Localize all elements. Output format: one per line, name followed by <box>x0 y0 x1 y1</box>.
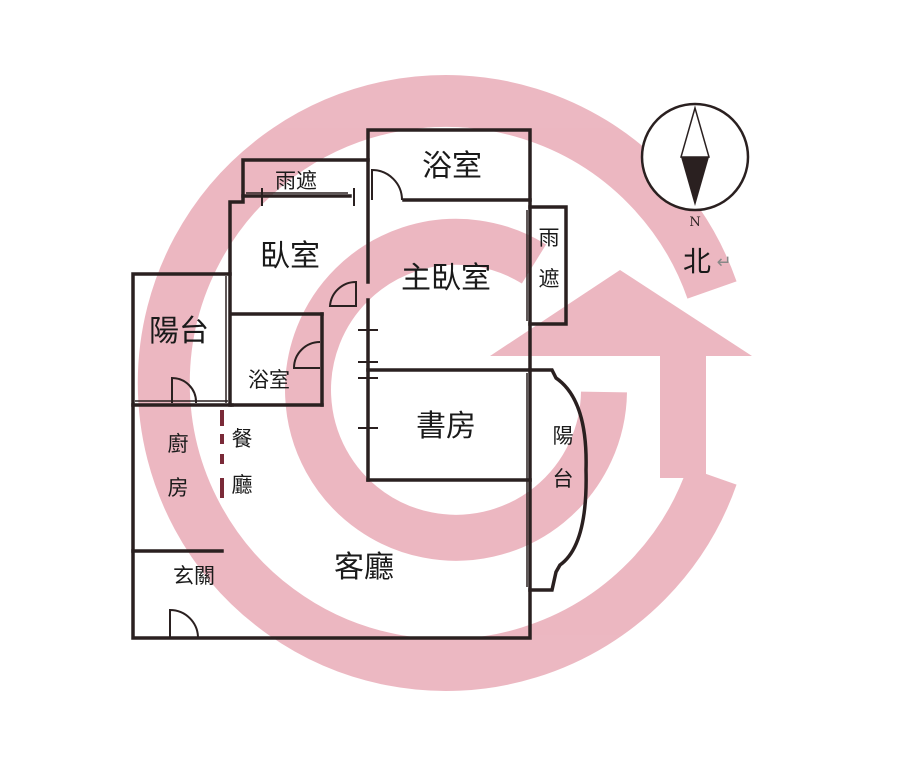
label-rain-shelter-right-1: 雨 <box>539 226 560 250</box>
compass-return-mark: ↵ <box>716 252 731 273</box>
door-balcony-left <box>171 376 198 404</box>
doors <box>169 168 403 639</box>
label-entrance: 玄關 <box>173 564 215 588</box>
label-bedroom: 臥室 <box>260 239 320 274</box>
watermark-arrow <box>490 270 752 478</box>
label-kitchen-2: 房 <box>168 476 189 500</box>
label-bathroom-top: 浴室 <box>422 149 482 184</box>
room-labels: 雨遮 浴室 臥室 主臥室 雨 遮 陽台 浴室 書房 廚 房 餐 廳 陽 台 玄關… <box>149 149 574 588</box>
outer-wall <box>131 128 532 640</box>
compass-needle-south <box>681 157 709 206</box>
label-balcony-right-1: 陽 <box>553 424 574 448</box>
door-small-bath <box>292 341 321 369</box>
label-kitchen-1: 廚 <box>168 432 189 456</box>
compass-north-label: 北 <box>683 245 711 278</box>
wall-rain-right <box>528 205 568 326</box>
door-entrance <box>169 608 199 639</box>
compass-letter: N <box>689 215 700 230</box>
label-study: 書房 <box>416 409 476 444</box>
watermark-logo <box>137 75 752 691</box>
label-dining-2: 廳 <box>232 473 253 497</box>
tick-marks <box>261 188 378 429</box>
label-bathroom-small: 浴室 <box>248 368 290 392</box>
compass: N 北 ↵ <box>640 102 750 278</box>
label-master-bedroom: 主臥室 <box>401 261 491 296</box>
label-balcony-right-2: 台 <box>553 467 574 491</box>
walls <box>131 128 588 640</box>
label-rain-shelter-right-2: 遮 <box>539 267 560 291</box>
wall-balcony-right <box>528 368 588 592</box>
watermark-outer-ring <box>137 75 737 691</box>
door-bath-top <box>371 168 403 201</box>
label-rain-shelter-top: 雨遮 <box>275 169 317 193</box>
windows <box>135 192 528 587</box>
label-living-room: 客廳 <box>334 550 394 585</box>
label-dining-1: 餐 <box>232 427 253 451</box>
watermark-inner-ring <box>285 218 627 561</box>
door-bedroom <box>328 280 357 307</box>
label-balcony-left: 陽台 <box>149 314 209 349</box>
